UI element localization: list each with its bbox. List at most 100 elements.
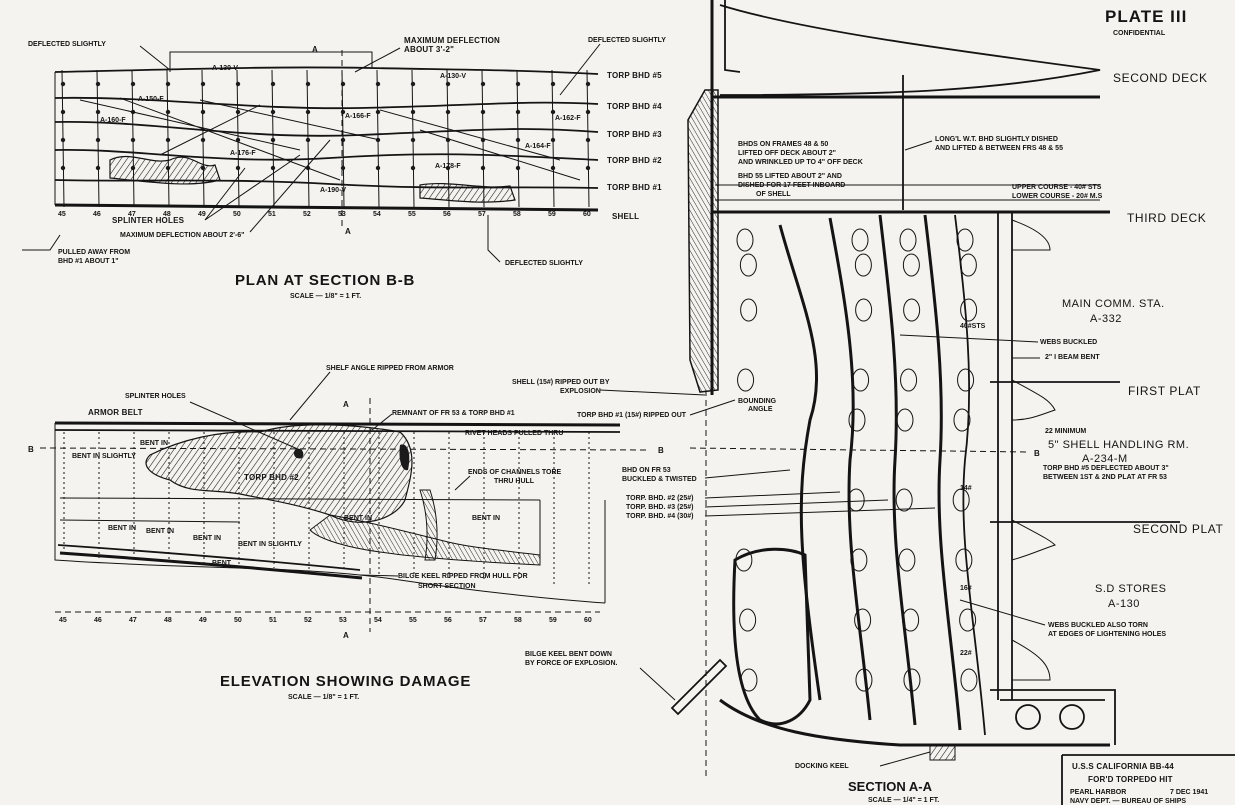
plan-frame-number: 55	[408, 211, 416, 218]
plan-frame-knot	[95, 137, 101, 143]
elev-section-a-bottom: A	[343, 631, 349, 640]
plan-bhd-2: TORP BHD #2	[607, 156, 662, 165]
elevation-frame-number: 50	[234, 617, 242, 624]
plan-frame-knot	[95, 165, 101, 171]
title-block-subject: FOR'D TORPEDO HIT	[1088, 775, 1173, 784]
plan-title: PLAN AT SECTION B-B	[235, 272, 415, 289]
note-upper-course: UPPER COURSE - 40# STS	[1012, 184, 1102, 191]
elev-note-bilge-keel: BILGE KEEL RIPPED FROM HULL FOR	[398, 573, 528, 580]
plan-frame-knot	[445, 81, 451, 87]
room-shell-handling-id: A-234-M	[1082, 453, 1128, 465]
lightening-hole	[960, 668, 978, 692]
lightening-hole	[952, 488, 970, 512]
plan-frame-knot	[550, 109, 556, 115]
note-bhd53: BHD ON FR 53	[622, 467, 671, 474]
plan-frame-knot	[375, 165, 381, 171]
lightening-hole	[895, 488, 913, 512]
elevation-frame-number: 58	[514, 617, 522, 624]
plan-note-max-deflection-value: ABOUT 3'-2"	[404, 45, 454, 54]
plan-frame-knot	[585, 165, 591, 171]
note-bounding: BOUNDING	[738, 398, 777, 405]
elevation-frame-number: 46	[94, 617, 102, 624]
elevation-frame-number: 45	[59, 617, 67, 624]
note-beam-bent: 2" I BEAM BENT	[1045, 354, 1100, 361]
room-main-comm-id: A-332	[1090, 313, 1122, 325]
plan-frame-knot	[200, 81, 206, 87]
elev-label-bent: BENT	[212, 560, 232, 567]
lightening-hole	[899, 228, 917, 252]
section-scale: SCALE — 1/4" = 1 FT.	[868, 797, 939, 804]
elevation-frame-number: 57	[479, 617, 487, 624]
plan-frame-knot	[95, 81, 101, 87]
note-bhds-frames: BHDS ON FRAMES 48 & 50	[738, 141, 828, 148]
plan-frame-number: 46	[93, 211, 101, 218]
note-bhds-frames-3: AND WRINKLED UP TO 4" OFF DECK	[738, 159, 863, 166]
plan-frame-knot	[235, 81, 241, 87]
plan-frame-knot	[480, 109, 486, 115]
title-block-date: 7 DEC 1941	[1170, 789, 1208, 796]
plan-note-max-deflection-bottom: MAXIMUM DEFLECTION ABOUT 2'-6"	[120, 232, 245, 239]
lightening-hole	[896, 408, 914, 432]
note-webs-buckled: WEBS BUCKLED	[1040, 339, 1097, 346]
plate-header: PLATE III CONFIDENTIAL	[1105, 7, 1186, 37]
elev-note-remnant: REMNANT OF FR 53 & TORP BHD #1	[392, 410, 515, 417]
lightening-hole	[739, 253, 757, 277]
plan-frame-knot	[200, 109, 206, 115]
lightening-hole	[903, 298, 921, 322]
plan-note-splinter-holes: SPLINTER HOLES	[112, 216, 185, 225]
lightening-hole	[855, 668, 873, 692]
note-minimum: 22 MINIMUM	[1045, 428, 1086, 435]
elev-label-bent-in-4: BENT IN	[193, 535, 221, 542]
elev-label-bent-in-2: BENT IN	[108, 525, 136, 532]
plan-scale: SCALE — 1/8" = 1 FT.	[290, 293, 361, 300]
elevation-frame-number: 59	[549, 617, 557, 624]
plan-frame-knot	[585, 81, 591, 87]
plan-shell: SHELL	[612, 212, 639, 221]
note-14lb: 14#	[960, 485, 972, 492]
lightening-hole	[737, 368, 755, 392]
plan-label-a178: A-178-F	[435, 163, 461, 170]
elev-note-bilge-keel-2: SHORT SECTION	[418, 583, 476, 590]
plan-frame-knot	[410, 165, 416, 171]
elev-label-bent-in-slightly: BENT IN SLIGHTLY	[72, 453, 136, 460]
plan-frame-knot	[95, 109, 101, 115]
plan-section-a-top: A	[312, 45, 318, 54]
plan-frame-knot	[410, 81, 416, 87]
plan-frame-number: 56	[443, 211, 451, 218]
plan-frame-number: 49	[198, 211, 206, 218]
splinter-hole	[293, 448, 304, 459]
lightening-holes	[735, 228, 978, 692]
note-bilge-bent: BILGE KEEL BENT DOWN	[525, 651, 612, 658]
elevation-frame-number: 48	[164, 617, 172, 624]
room-sd-stores-id: A-130	[1108, 598, 1140, 610]
plan-frame-number: 59	[548, 211, 556, 218]
plan-frame-knot	[410, 109, 416, 115]
plan-section-a-bottom: A	[345, 227, 351, 236]
room-shell-handling: 5" SHELL HANDLING RM.	[1048, 439, 1189, 451]
plan-frame-knot	[235, 165, 241, 171]
plan-frame-number: 45	[58, 211, 66, 218]
elev-label-bent-in-6: BENT IN	[472, 515, 500, 522]
plan-frame-knot	[60, 81, 66, 87]
plan-frame-knot	[60, 137, 66, 143]
plan-bhd-3: TORP BHD #3	[607, 130, 662, 139]
lightening-hole	[898, 548, 916, 572]
elev-label-bent-in-3: BENT IN	[146, 528, 174, 535]
note-lower-course: LOWER COURSE - 20# M.S	[1012, 193, 1103, 200]
plan-frame-knot	[550, 165, 556, 171]
elevation-frame-number: 47	[129, 617, 137, 624]
elev-label-torp-bhd2: TORP BHD #2	[244, 473, 299, 482]
lightening-hole	[903, 668, 921, 692]
plan-frame-knot	[305, 137, 311, 143]
plan-bhd-1: TORP BHD #1	[607, 183, 662, 192]
plan-label-a190: A-190-V	[320, 187, 346, 194]
plan-label-a162: A-162-F	[555, 115, 581, 122]
title-block-office: NAVY DEPT. — BUREAU OF SHIPS	[1070, 798, 1186, 805]
elevation-frame-number: 51	[269, 617, 277, 624]
plan-note-max-deflection: MAXIMUM DEFLECTION	[404, 36, 500, 45]
plan-frame-knot	[200, 137, 206, 143]
note-40sts: 40#STS	[960, 323, 986, 330]
elevation-view: B A A SHELF ANGLE RIPPED FROM ARMOR SPLI…	[28, 365, 651, 701]
